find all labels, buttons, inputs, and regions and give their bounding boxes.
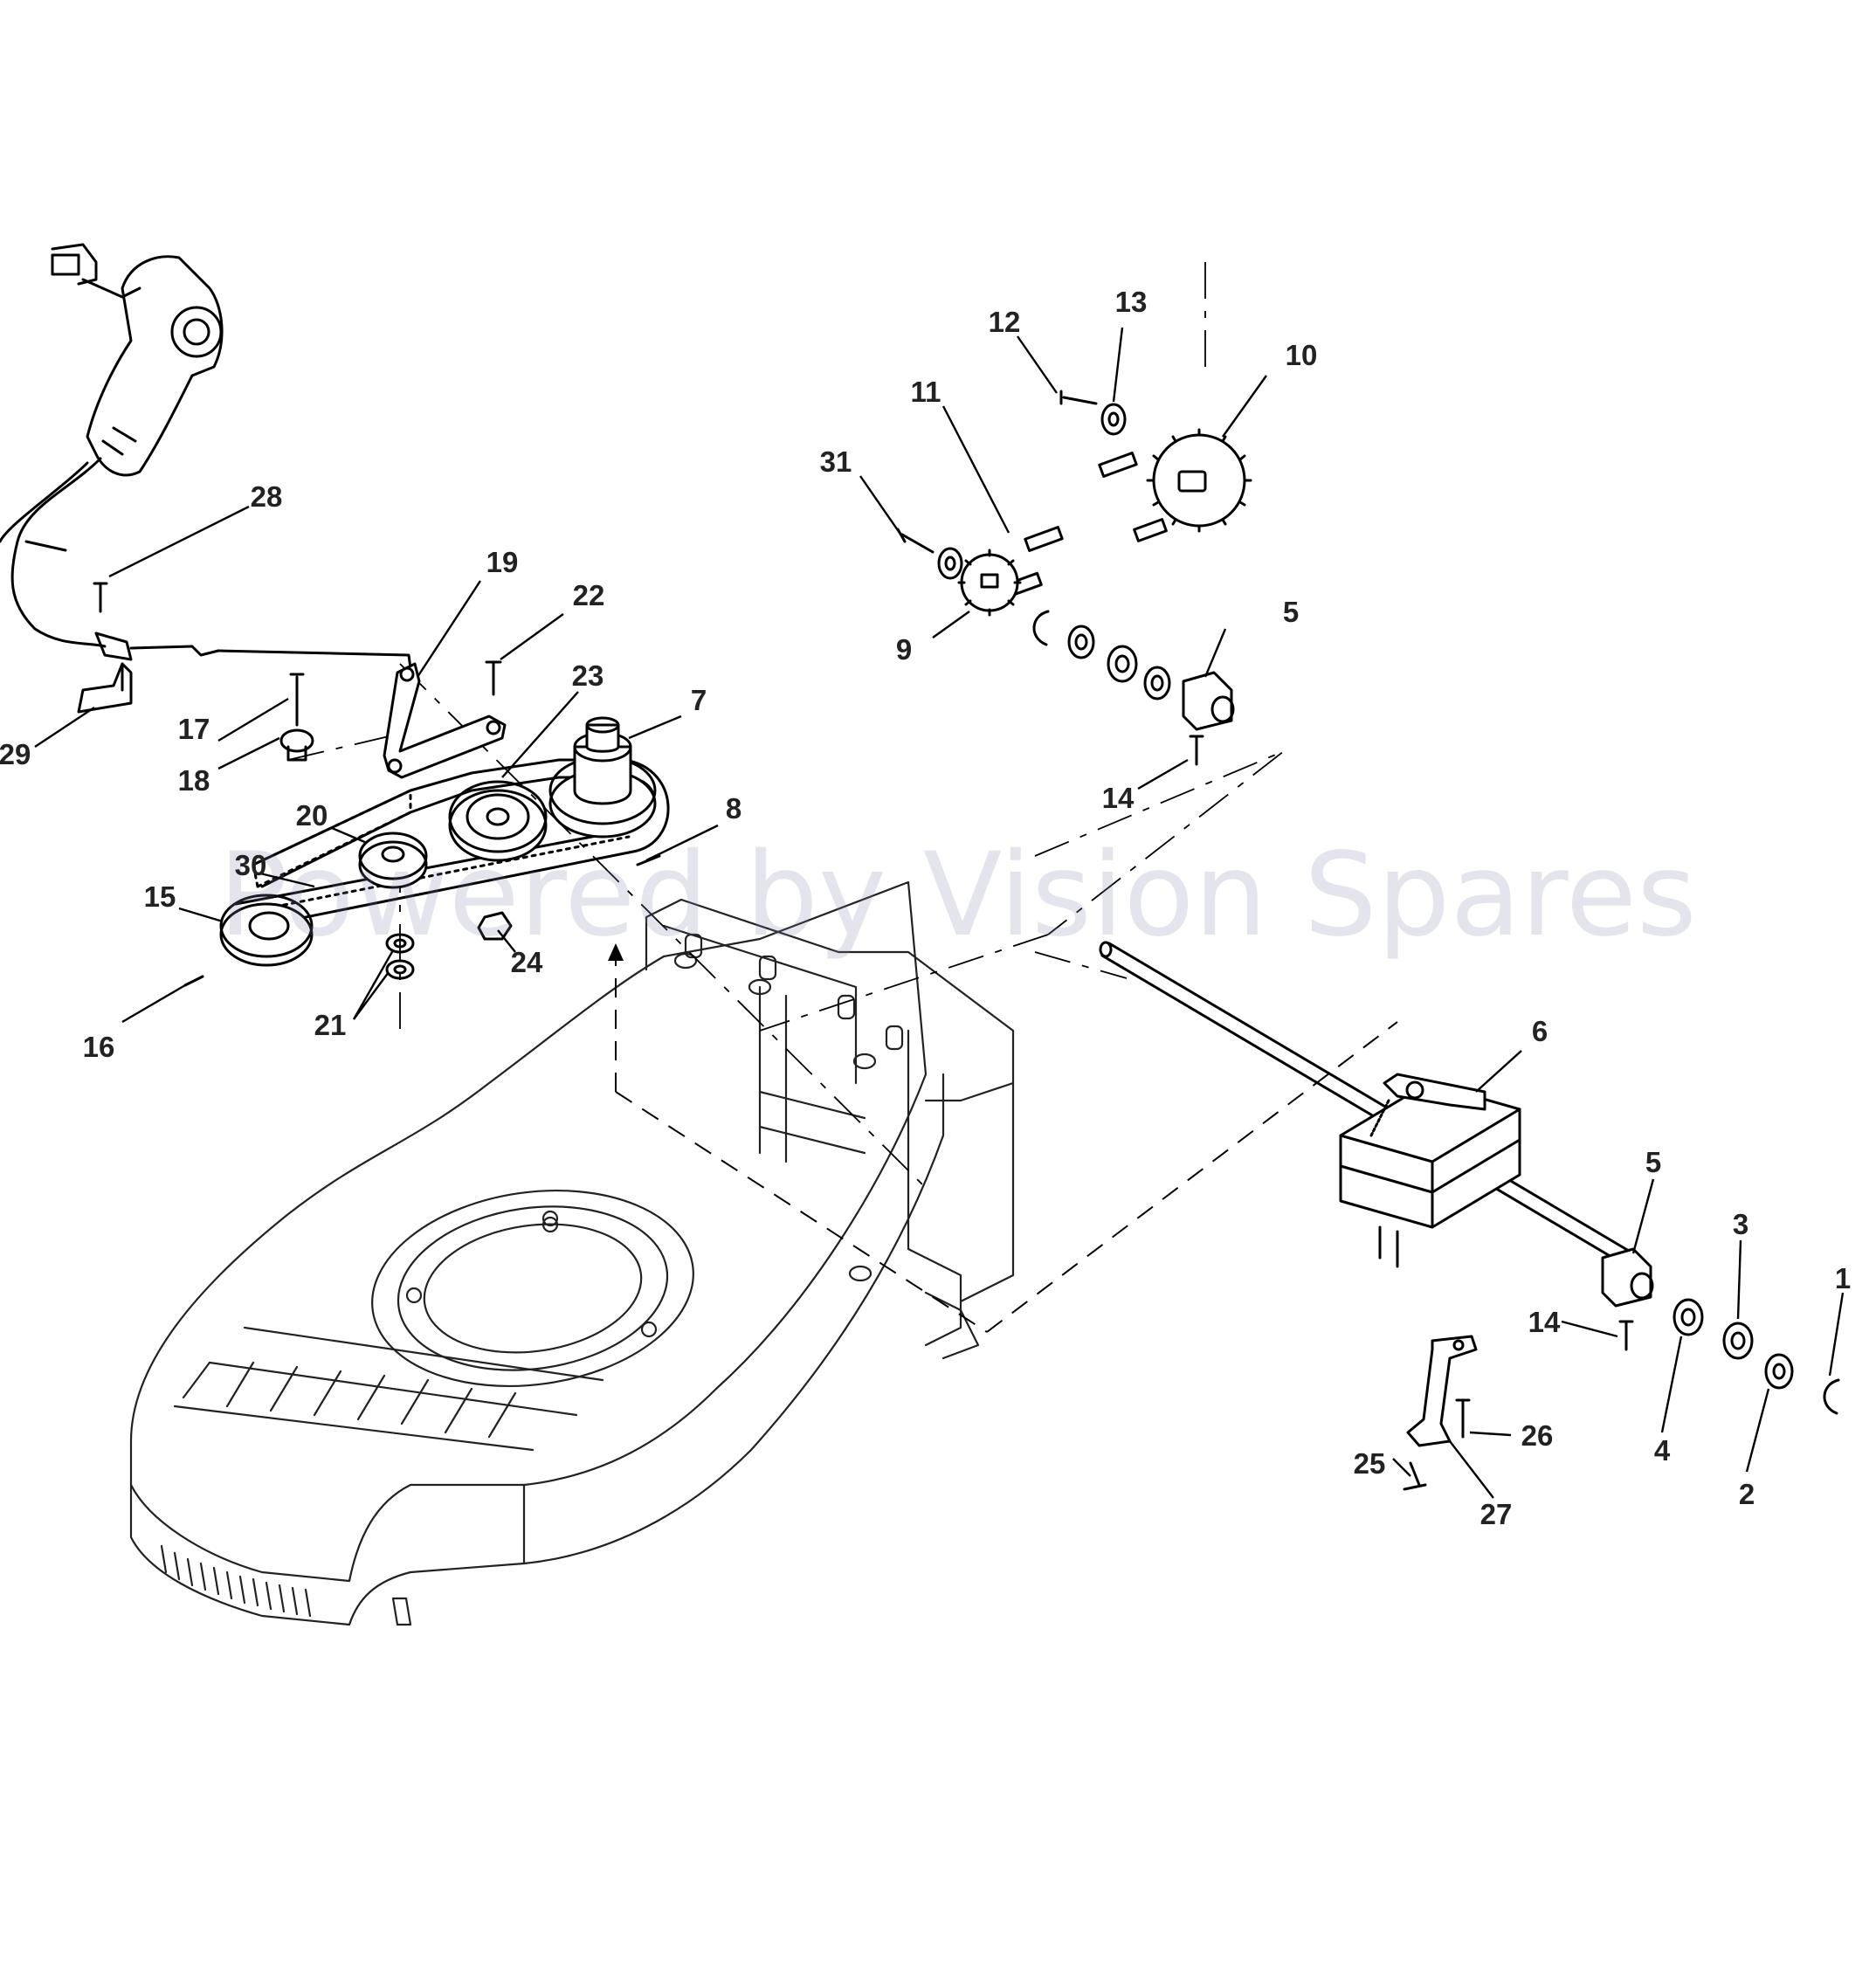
callout-30: 30	[235, 849, 267, 881]
callout-14-upper: 14	[1102, 782, 1135, 814]
callout-22: 22	[573, 579, 605, 611]
assembly-lines	[287, 262, 1398, 1333]
sprocket-chain-assembly	[896, 390, 1252, 766]
callout-17: 17	[178, 713, 210, 745]
callout-15: 15	[144, 880, 176, 913]
callout-7: 7	[691, 684, 707, 716]
callout-23: 23	[572, 659, 604, 692]
gearbox-axle-assembly	[1099, 941, 1840, 1491]
watermark: Powered by Vision Spares	[218, 828, 1697, 963]
callout-8: 8	[726, 792, 741, 825]
leader-lines	[34, 327, 1845, 1499]
drive-control-handle	[0, 243, 412, 714]
callout-24: 24	[511, 946, 543, 978]
callout-27: 27	[1480, 1498, 1513, 1530]
callout-4: 4	[1654, 1434, 1671, 1467]
callout-19: 19	[486, 546, 519, 578]
callout-2: 2	[1739, 1478, 1755, 1510]
callout-13: 13	[1115, 286, 1148, 318]
callout-29: 29	[0, 738, 31, 770]
callout-10: 10	[1286, 339, 1318, 371]
callout-12: 12	[989, 306, 1021, 338]
callout-28: 28	[251, 480, 283, 513]
mower-deck	[129, 880, 1015, 1626]
callout-20: 20	[296, 799, 328, 832]
callout-18: 18	[178, 764, 210, 797]
callout-5-upper: 5	[1283, 596, 1299, 628]
callout-9: 9	[896, 633, 912, 666]
callout-3: 3	[1733, 1208, 1748, 1240]
callout-16: 16	[83, 1031, 115, 1063]
callout-25: 25	[1354, 1447, 1386, 1480]
callout-26: 26	[1521, 1419, 1554, 1452]
callout-1: 1	[1835, 1262, 1851, 1294]
callout-11: 11	[911, 376, 941, 408]
callout-21: 21	[314, 1009, 347, 1041]
callout-6: 6	[1532, 1015, 1548, 1047]
callout-5-lower: 5	[1645, 1146, 1661, 1178]
callout-31: 31	[820, 445, 852, 478]
callout-labels: 1 2 3 4 5 5 6 7 8 9 10 11 12 13 14 14 15…	[0, 286, 1851, 1530]
callout-14-lower: 14	[1528, 1306, 1561, 1338]
